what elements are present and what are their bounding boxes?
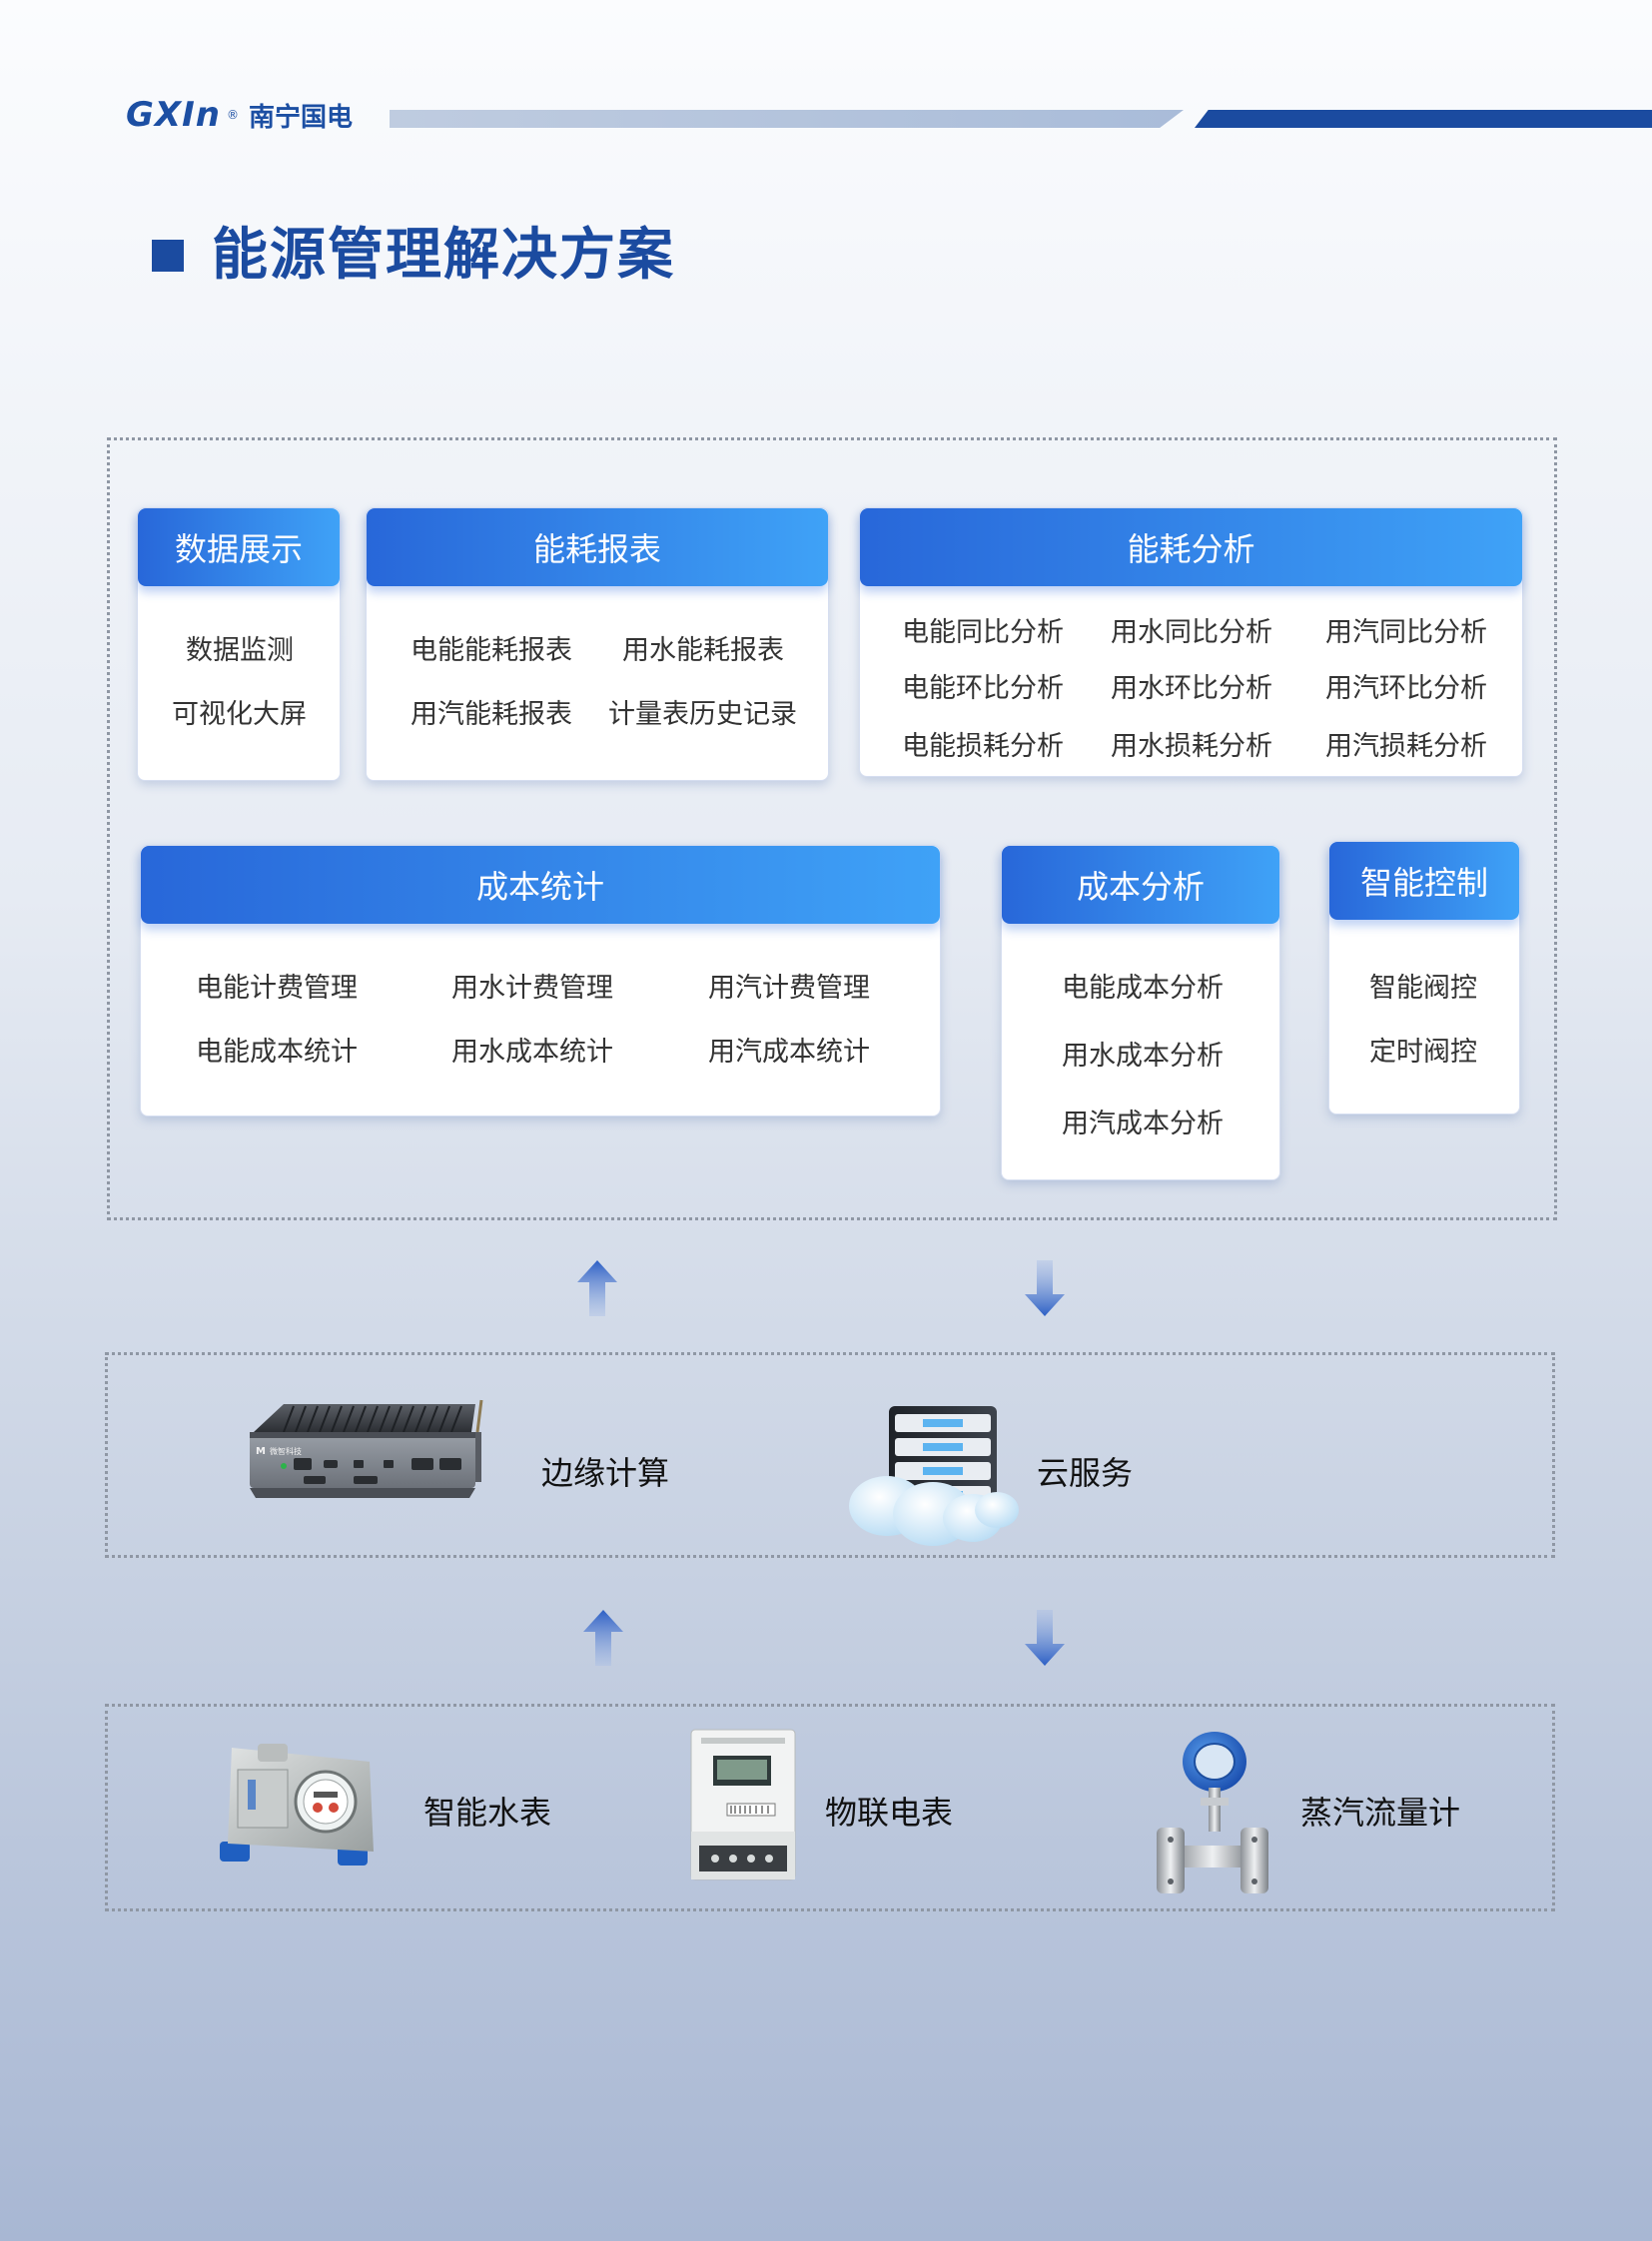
card-title-cost-analysis: 成本分析	[1002, 846, 1279, 924]
title-bullet-square	[152, 240, 184, 272]
device-brand-text: 微智科技	[270, 1446, 302, 1456]
card-cost-analysis: 成本分析 电能成本分析 用水成本分析 用汽成本分析	[1001, 845, 1280, 1180]
item-analysis-1: 用水同比分析	[1111, 617, 1272, 648]
item-cost-stats-3: 电能成本统计	[196, 1037, 358, 1068]
arrow-up-icon	[583, 1610, 623, 1666]
label-steam-meter: 蒸汽流量计	[1300, 1794, 1461, 1832]
logo-mark: GXIn	[126, 95, 221, 135]
label-water-meter: 智能水表	[423, 1794, 552, 1832]
item-analysis-8: 用汽损耗分析	[1325, 731, 1487, 762]
item-report-history: 计量表历史记录	[608, 699, 797, 730]
electric-meter-icon	[687, 1728, 799, 1885]
item-report-water: 用水能耗报表	[622, 635, 784, 666]
item-analysis-0: 电能同比分析	[902, 617, 1064, 648]
item-analysis-6: 电能损耗分析	[902, 731, 1064, 762]
arrow-up-icon	[577, 1260, 617, 1316]
item-analysis-7: 用水损耗分析	[1111, 731, 1272, 762]
item-cost-stats-4: 用水成本统计	[451, 1037, 613, 1068]
header-decor-bar-light	[390, 110, 1184, 128]
card-cost-stats: 成本统计 电能计费管理 用水计费管理 用汽计费管理 电能成本统计 用水成本统计 …	[140, 845, 941, 1117]
item-cost-stats-5: 用汽成本统计	[708, 1037, 870, 1068]
steam-flow-meter-icon	[1155, 1728, 1270, 1897]
item-smart-valve: 智能阀控	[1369, 973, 1477, 1004]
card-title-cost-stats: 成本统计	[141, 846, 940, 924]
item-analysis-2: 用汽同比分析	[1325, 617, 1487, 648]
card-smart-control: 智能控制 智能阀控 定时阀控	[1328, 841, 1520, 1115]
cloud-server-icon	[847, 1402, 1023, 1548]
platform-layer-frame	[105, 1352, 1555, 1558]
device-layer-frame	[105, 1704, 1555, 1911]
item-cost-analysis-1: 用水成本分析	[1062, 1041, 1224, 1072]
edge-computing-device-icon: M 微智科技	[244, 1398, 483, 1502]
application-layer-frame	[107, 437, 1557, 1220]
card-data-display: 数据展示 数据监测 可视化大屏	[137, 507, 341, 781]
item-timed-valve: 定时阀控	[1369, 1037, 1477, 1068]
label-edge-computing: 边缘计算	[541, 1454, 670, 1492]
arrow-down-icon	[1025, 1260, 1065, 1316]
arrow-down-icon	[1025, 1610, 1065, 1666]
svg-text:M: M	[256, 1446, 266, 1457]
label-iot-meter: 物联电表	[825, 1794, 954, 1832]
item-cost-analysis-2: 用汽成本分析	[1062, 1109, 1224, 1139]
item-cost-stats-2: 用汽计费管理	[708, 973, 870, 1004]
header-decor-bar-dark	[1195, 110, 1652, 128]
card-energy-analysis: 能耗分析 电能同比分析 用水同比分析 用汽同比分析 电能环比分析 用水环比分析 …	[859, 507, 1523, 777]
card-energy-report: 能耗报表 电能能耗报表 用水能耗报表 用汽能耗报表 计量表历史记录	[366, 507, 829, 781]
item-report-electric: 电能能耗报表	[411, 635, 572, 666]
item-visual-screen: 可视化大屏	[172, 699, 307, 730]
card-title-data-display: 数据展示	[138, 508, 340, 586]
item-cost-analysis-0: 电能成本分析	[1062, 973, 1224, 1004]
card-title-smart-control: 智能控制	[1329, 842, 1519, 920]
item-analysis-3: 电能环比分析	[902, 673, 1064, 704]
item-cost-stats-0: 电能计费管理	[196, 973, 358, 1004]
logo-registered: ®	[226, 108, 239, 122]
item-analysis-5: 用汽环比分析	[1325, 673, 1487, 704]
card-title-energy-report: 能耗报表	[367, 508, 828, 586]
page-title: 能源管理解决方案	[212, 223, 675, 288]
company-logo: GXIn ® 南宁国电	[126, 95, 353, 135]
item-analysis-4: 用水环比分析	[1111, 673, 1272, 704]
item-data-monitoring: 数据监测	[186, 635, 294, 666]
item-report-steam: 用汽能耗报表	[411, 699, 572, 730]
label-cloud-service: 云服务	[1037, 1454, 1134, 1492]
logo-company-name: 南宁国电	[248, 102, 353, 133]
card-title-energy-analysis: 能耗分析	[860, 508, 1522, 586]
water-meter-icon	[218, 1742, 382, 1871]
item-cost-stats-1: 用水计费管理	[451, 973, 613, 1004]
